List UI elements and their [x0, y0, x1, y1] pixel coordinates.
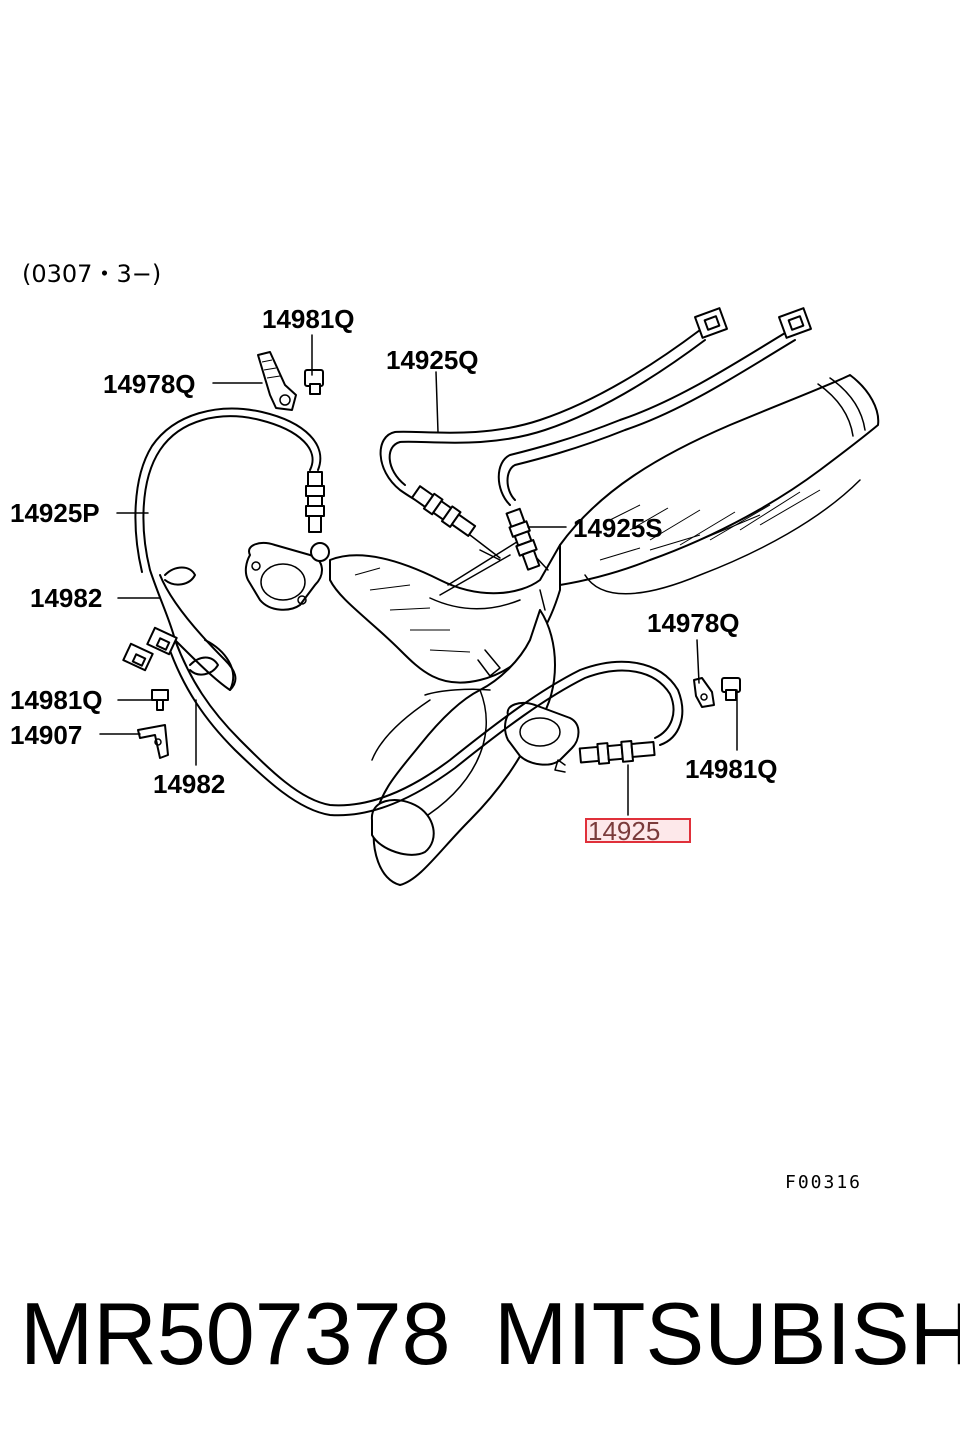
- harness-14925p: [134, 407, 325, 641]
- bolt-14981q-top: [304, 369, 324, 395]
- label-14978q-right: 14978Q: [647, 608, 740, 638]
- bolt-14981q-right: [721, 677, 741, 701]
- label-14982-bottom: 14982: [153, 769, 225, 799]
- harness-14925: [167, 639, 684, 817]
- bracket-14978q-right: [693, 677, 715, 708]
- label-14981q-top: 14981Q: [262, 304, 355, 334]
- exhaust-front-pipe: [244, 539, 561, 684]
- label-14978q-top: 14978Q: [103, 369, 196, 399]
- label-14925s: 14925S: [573, 513, 663, 543]
- bracket-14907: [137, 724, 169, 759]
- part-number: MR507378: [20, 1284, 451, 1383]
- label-14907: 14907: [10, 720, 82, 750]
- label-14981q-right: 14981Q: [685, 754, 778, 784]
- highlight-box: [585, 818, 691, 843]
- label-14981q-left: 14981Q: [10, 685, 103, 715]
- sensor-14925: [578, 739, 656, 765]
- left-connectors: [122, 566, 237, 691]
- brand-name: MITSUBISHI: [494, 1284, 960, 1383]
- label-14982-left: 14982: [30, 583, 102, 613]
- harness-14925s: [497, 307, 812, 571]
- bolt-14981q-left: [151, 689, 169, 711]
- leader-lines: [99, 334, 738, 816]
- label-14925q: 14925Q: [386, 345, 479, 375]
- figure-code: F00316: [785, 1172, 862, 1193]
- harness-14925q: [379, 307, 728, 537]
- catalytic-converter: [559, 374, 880, 595]
- label-14925p: 14925P: [10, 498, 100, 528]
- manifold-detail: [439, 549, 546, 611]
- date-range: (0307・3−): [22, 260, 161, 288]
- label-14925-highlighted[interactable]: 14925: [588, 816, 660, 846]
- bracket-14978q-top: [257, 351, 297, 411]
